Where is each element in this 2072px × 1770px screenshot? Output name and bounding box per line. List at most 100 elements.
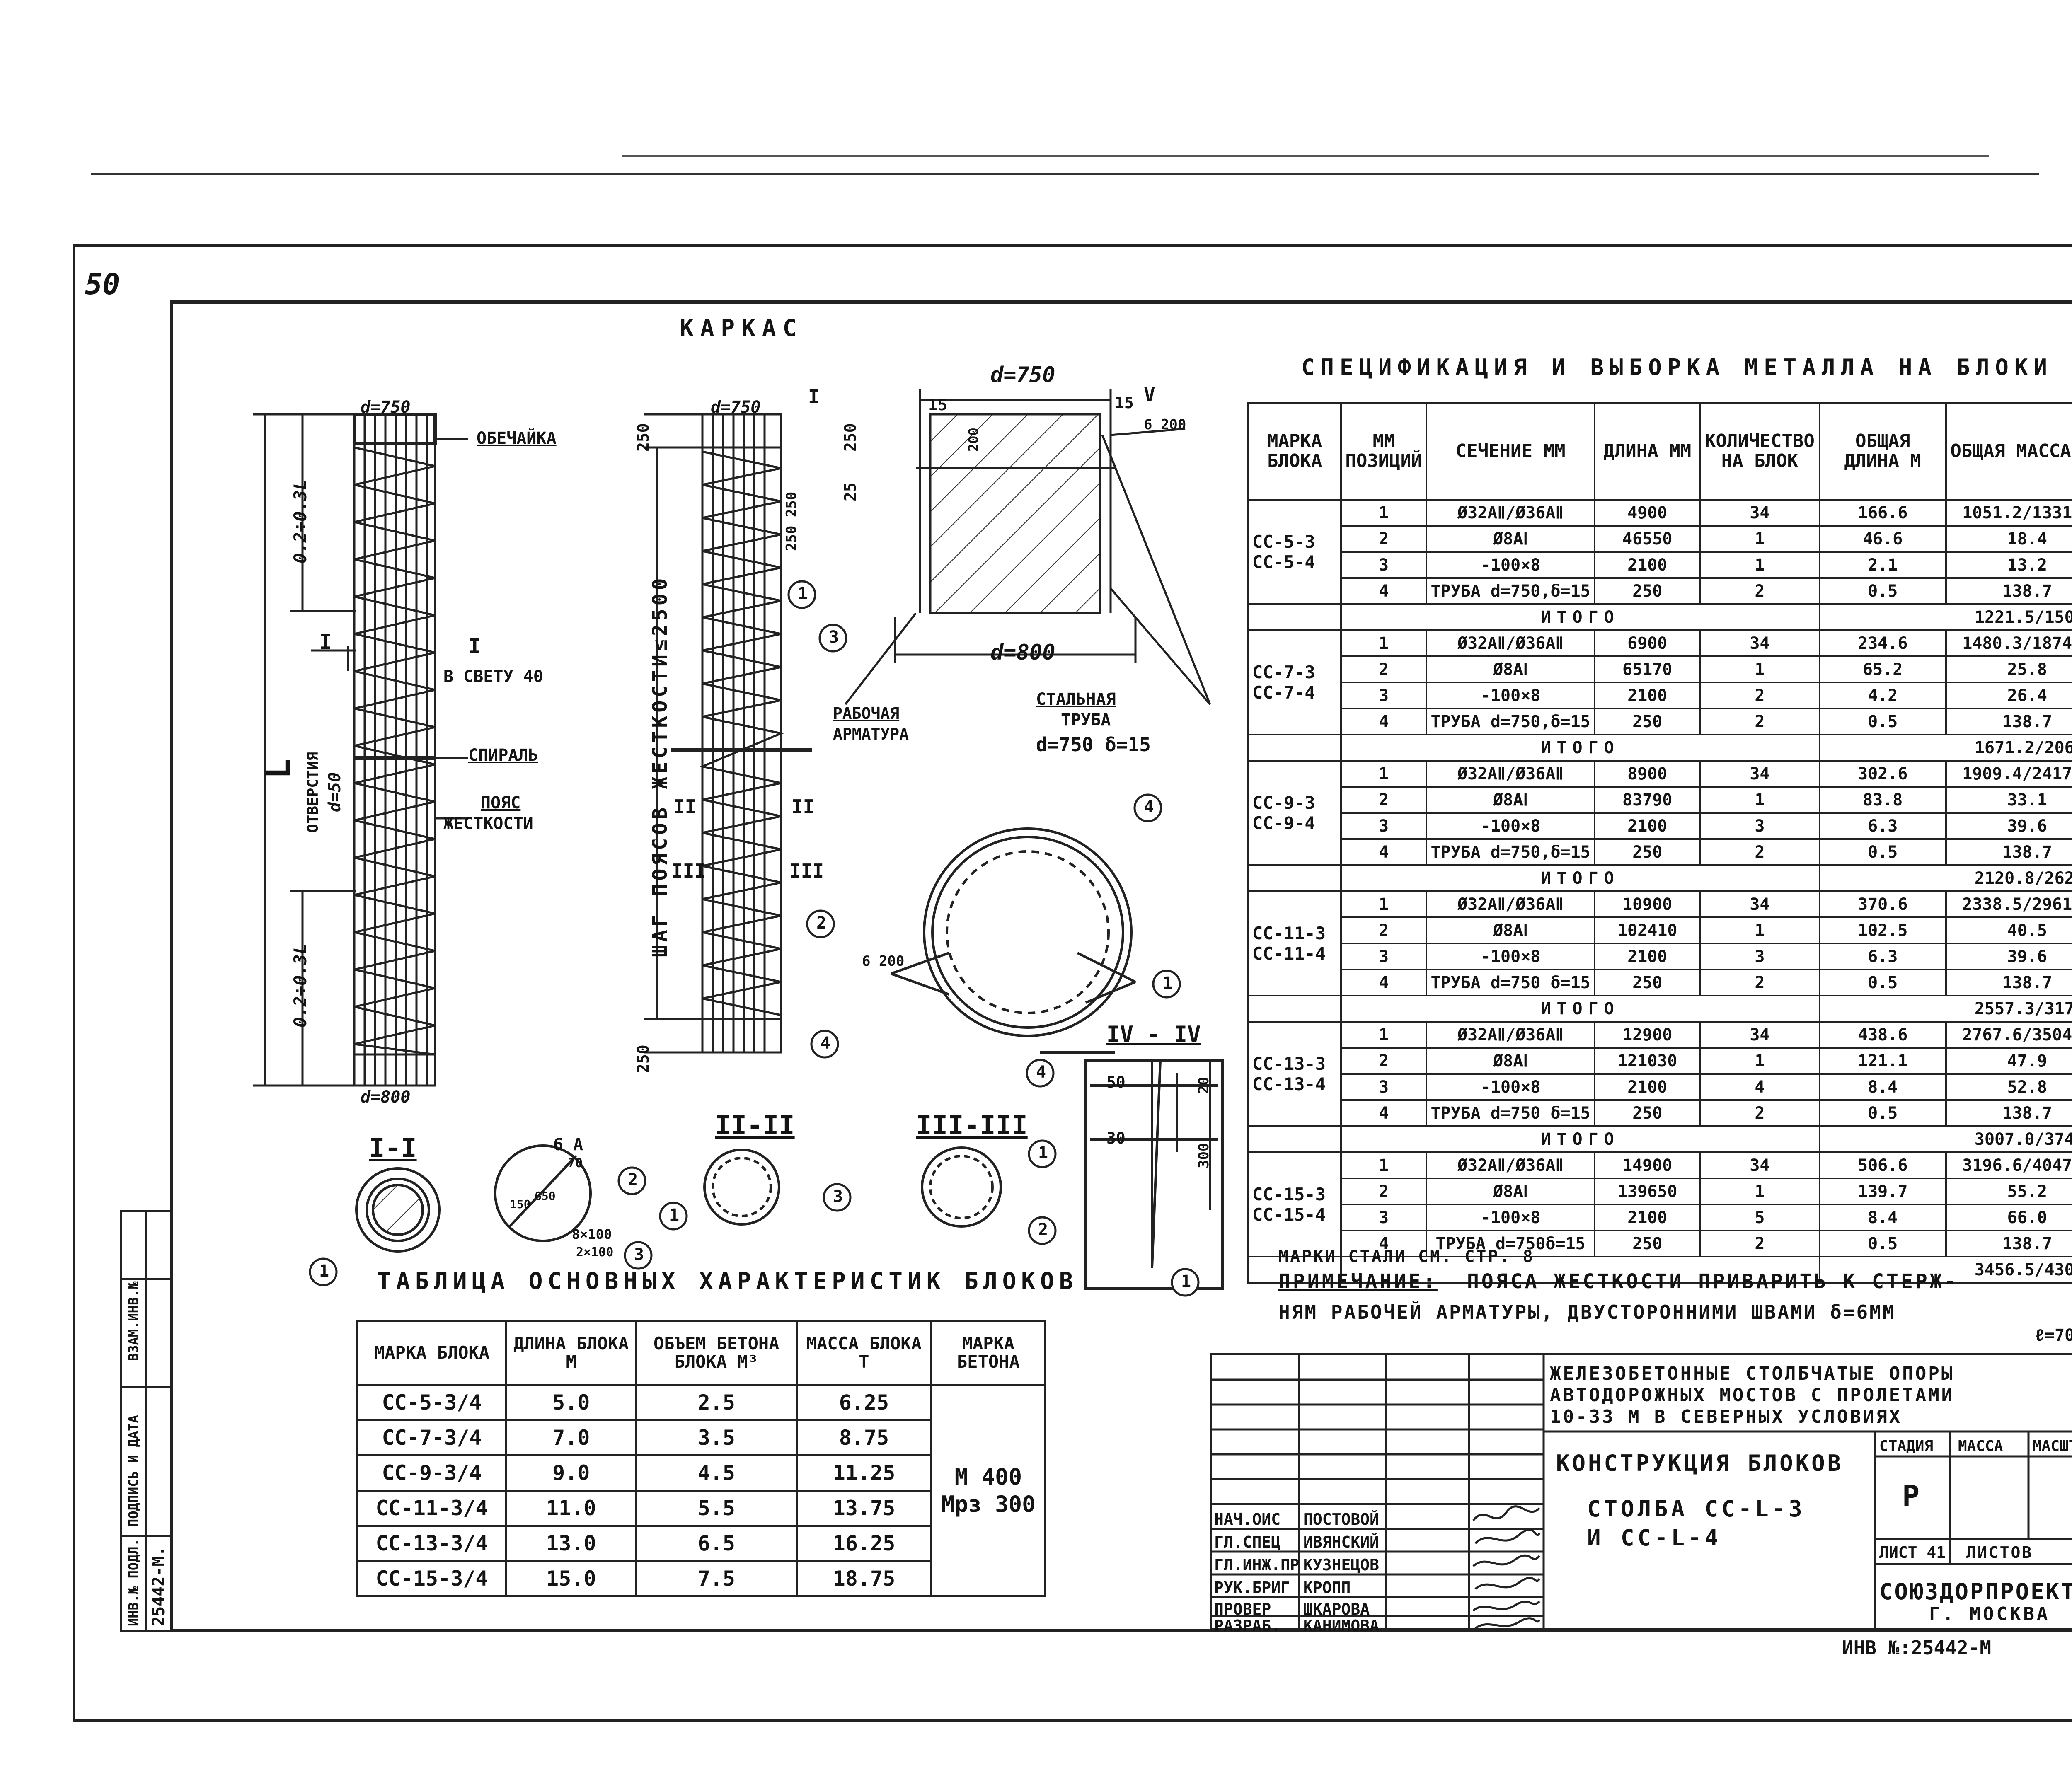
spec-cell: 3196.6/4047.7: [1945, 1151, 2072, 1179]
blocks-table: МАРКА БЛОКА ДЛИНА БЛОКА М ОБЪЕМ БЕТОНА Б…: [356, 1320, 1047, 1597]
pos-1-f: 1: [1181, 1272, 1191, 1291]
sheet-top-line: [73, 244, 2072, 247]
spec-cell: Ø32АⅡ/Ø36АⅡ: [1425, 499, 1596, 527]
spec-cell: 65.2: [1818, 655, 1947, 683]
spec-header-obshch-dlina: ОБЩАЯ ДЛИНА М: [1818, 402, 1947, 501]
dim-250-250: 250 250: [783, 491, 800, 551]
spec-cell: Ø8АⅠ: [1425, 786, 1596, 814]
label-rab-arm-1: РАБОЧАЯ: [833, 704, 900, 723]
sheet-border: [73, 244, 2072, 1722]
spec-cell: 52.8: [1945, 1073, 2072, 1101]
spec-cell: 0.5: [1818, 708, 1947, 735]
blocks-cell: СС-9-3/4: [356, 1454, 508, 1492]
spec-cell: 138.7: [1945, 1230, 2072, 1257]
spec-cell: 139650: [1594, 1178, 1701, 1205]
page-number-left: 50: [85, 267, 120, 301]
blocks-cell: 13.0: [505, 1525, 637, 1562]
pos-3-a: 3: [829, 628, 839, 647]
spec-cell: 102.5: [1818, 916, 1947, 944]
dim-70: 70: [568, 1156, 583, 1170]
spec-cell: 34: [1699, 499, 1820, 527]
spec-cell: 4: [1340, 577, 1427, 605]
spec-cell: 250: [1594, 1099, 1701, 1127]
spec-cell: 6900: [1594, 629, 1701, 657]
label-poyas: ПОЯС: [481, 793, 521, 812]
spec-cell: 234.6: [1818, 629, 1947, 657]
spec-cell: 3: [1340, 682, 1427, 709]
spec-mark: СС-9-3: [1252, 793, 1315, 813]
spec-total-value: 1221.5/1501.4: [1818, 603, 2072, 631]
person-role: НАЧ.ОИС: [1214, 1510, 1281, 1528]
spec-cell: 47.9: [1945, 1047, 2072, 1075]
pos-3-b: 3: [833, 1187, 843, 1206]
spec-table: МАРКА БЛОКА ММ ПОЗИЦИЙ СЕЧЕНИЕ ММ ДЛИНА …: [1247, 402, 2072, 1284]
dim-25: 25: [841, 482, 859, 501]
person-name: КАНИМОВА: [1303, 1617, 1380, 1635]
spec-cell: 2: [1699, 577, 1820, 605]
left-strip-inv-value: 25442-М.: [149, 1546, 168, 1626]
spec-cell: ТРУБА d=750δ=15: [1425, 1230, 1596, 1257]
spec-mark: СС-15-3: [1252, 1184, 1326, 1204]
spec-mark: СС-11-3: [1252, 923, 1326, 943]
blocks-cell: СС-5-3/4: [356, 1384, 508, 1421]
spec-cell: 1909.4/2417.8: [1945, 760, 2072, 788]
spec-cell: 39.6: [1945, 943, 2072, 970]
masshtab-label: МАСШТАБ: [2033, 1438, 2072, 1455]
spec-cell: 2100: [1594, 1073, 1701, 1101]
spec-total-label-empty: [1340, 1256, 1820, 1284]
spec-cell: 2: [1340, 1178, 1427, 1205]
label-section-II-right: II: [792, 796, 815, 818]
dim-d800-a: d=800: [361, 1088, 411, 1107]
spec-cell: 3: [1699, 812, 1820, 840]
spec-cell: 12900: [1594, 1021, 1701, 1049]
spec-cell: 138.7: [1945, 1099, 2072, 1127]
left-strip-line-1: [122, 1278, 172, 1280]
spec-header-marka: МАРКА БЛОКА: [1247, 402, 1342, 501]
spec-cell: 8900: [1594, 760, 1701, 788]
blocks-cell: 18.75: [796, 1560, 932, 1597]
spec-cell: 1480.3/1874.5: [1945, 629, 2072, 657]
blocks-cell: 9.0: [505, 1454, 637, 1492]
label-st-truba-2: ТРУБА: [1061, 711, 1111, 730]
pos-1-c: 1: [319, 1262, 329, 1281]
dim-8x100: 8×100: [572, 1226, 612, 1242]
spec-cell: 1: [1340, 760, 1427, 788]
dim-50: 50: [1106, 1073, 1126, 1091]
blocks-header-row: МАРКА БЛОКА ДЛИНА БЛОКА М ОБЪЕМ БЕТОНА Б…: [356, 1320, 1047, 1386]
pos-4-a: 4: [821, 1034, 831, 1053]
spec-cell: 34: [1699, 629, 1820, 657]
pos-1-a: 1: [798, 584, 808, 603]
pos-2-a: 2: [816, 914, 827, 933]
blocks-table-title: ТАБЛИЦА ОСНОВНЫХ ХАРАКТЕРИСТИК БЛОКОВ: [377, 1268, 1078, 1295]
left-strip-podpis: ПОДПИСЬ И ДАТА: [126, 1415, 141, 1527]
column-side-view: [253, 413, 468, 1087]
spec-cell: 102410: [1594, 916, 1701, 944]
label-v-svetu: В СВЕТУ 40: [443, 667, 543, 686]
spec-cell: Ø32АⅡ/Ø36АⅡ: [1425, 890, 1596, 918]
spec-cell: -100×8: [1425, 943, 1596, 970]
spec-cell: 3: [1699, 943, 1820, 970]
label-L: L: [259, 759, 298, 779]
spec-cell: 4: [1340, 1230, 1427, 1257]
dim-d750-a: d=750: [361, 398, 411, 417]
dim-200: 200: [966, 428, 981, 452]
spec-cell: 1: [1340, 499, 1427, 527]
spec-cell: 2: [1699, 1230, 1820, 1257]
blocks-cell: СС-15-3/4: [356, 1560, 508, 1597]
spec-cell: 46550: [1594, 525, 1701, 553]
spec-mark: СС-13-4: [1252, 1074, 1326, 1094]
project-line-1: ЖЕЛЕЗОБЕТОННЫЕ СТОЛБЧАТЫЕ ОПОРЫ: [1550, 1363, 1955, 1384]
spec-cell: 2: [1699, 708, 1820, 735]
title-block-grid: [1212, 1355, 2072, 1632]
